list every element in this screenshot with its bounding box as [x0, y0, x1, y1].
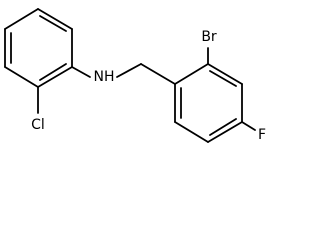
ring-double-bond: [39, 63, 67, 81]
ring-bond: [174, 121, 209, 143]
bromine-label: Br: [201, 29, 217, 45]
ring-bond: [4, 8, 39, 30]
ring-bond: [37, 66, 73, 88]
chemical-structure: NH Cl Br F: [4, 8, 266, 143]
ring-bond: [207, 63, 243, 85]
carbon-nitrogen-bond: [71, 66, 91, 78]
methylene-ring-bond: [140, 63, 176, 85]
ring-double-bond: [209, 70, 237, 87]
nitrogen-methylene-bond: [116, 63, 142, 78]
ring-bond: [174, 63, 209, 85]
ring-double-bond: [39, 15, 67, 32]
fluorine-label: F: [258, 127, 266, 143]
chlorine-label: Cl: [31, 117, 45, 133]
ring-bond: [207, 121, 243, 143]
carbon-fluorine-bond: [241, 121, 256, 131]
ring-double-bond: [209, 118, 237, 136]
bromofluorophenyl-ring: [174, 63, 243, 143]
nitrogen-label: NH: [94, 69, 115, 85]
chlorophenyl-ring: [4, 8, 73, 88]
ring-bond: [37, 8, 73, 30]
ring-bond: [4, 66, 39, 88]
